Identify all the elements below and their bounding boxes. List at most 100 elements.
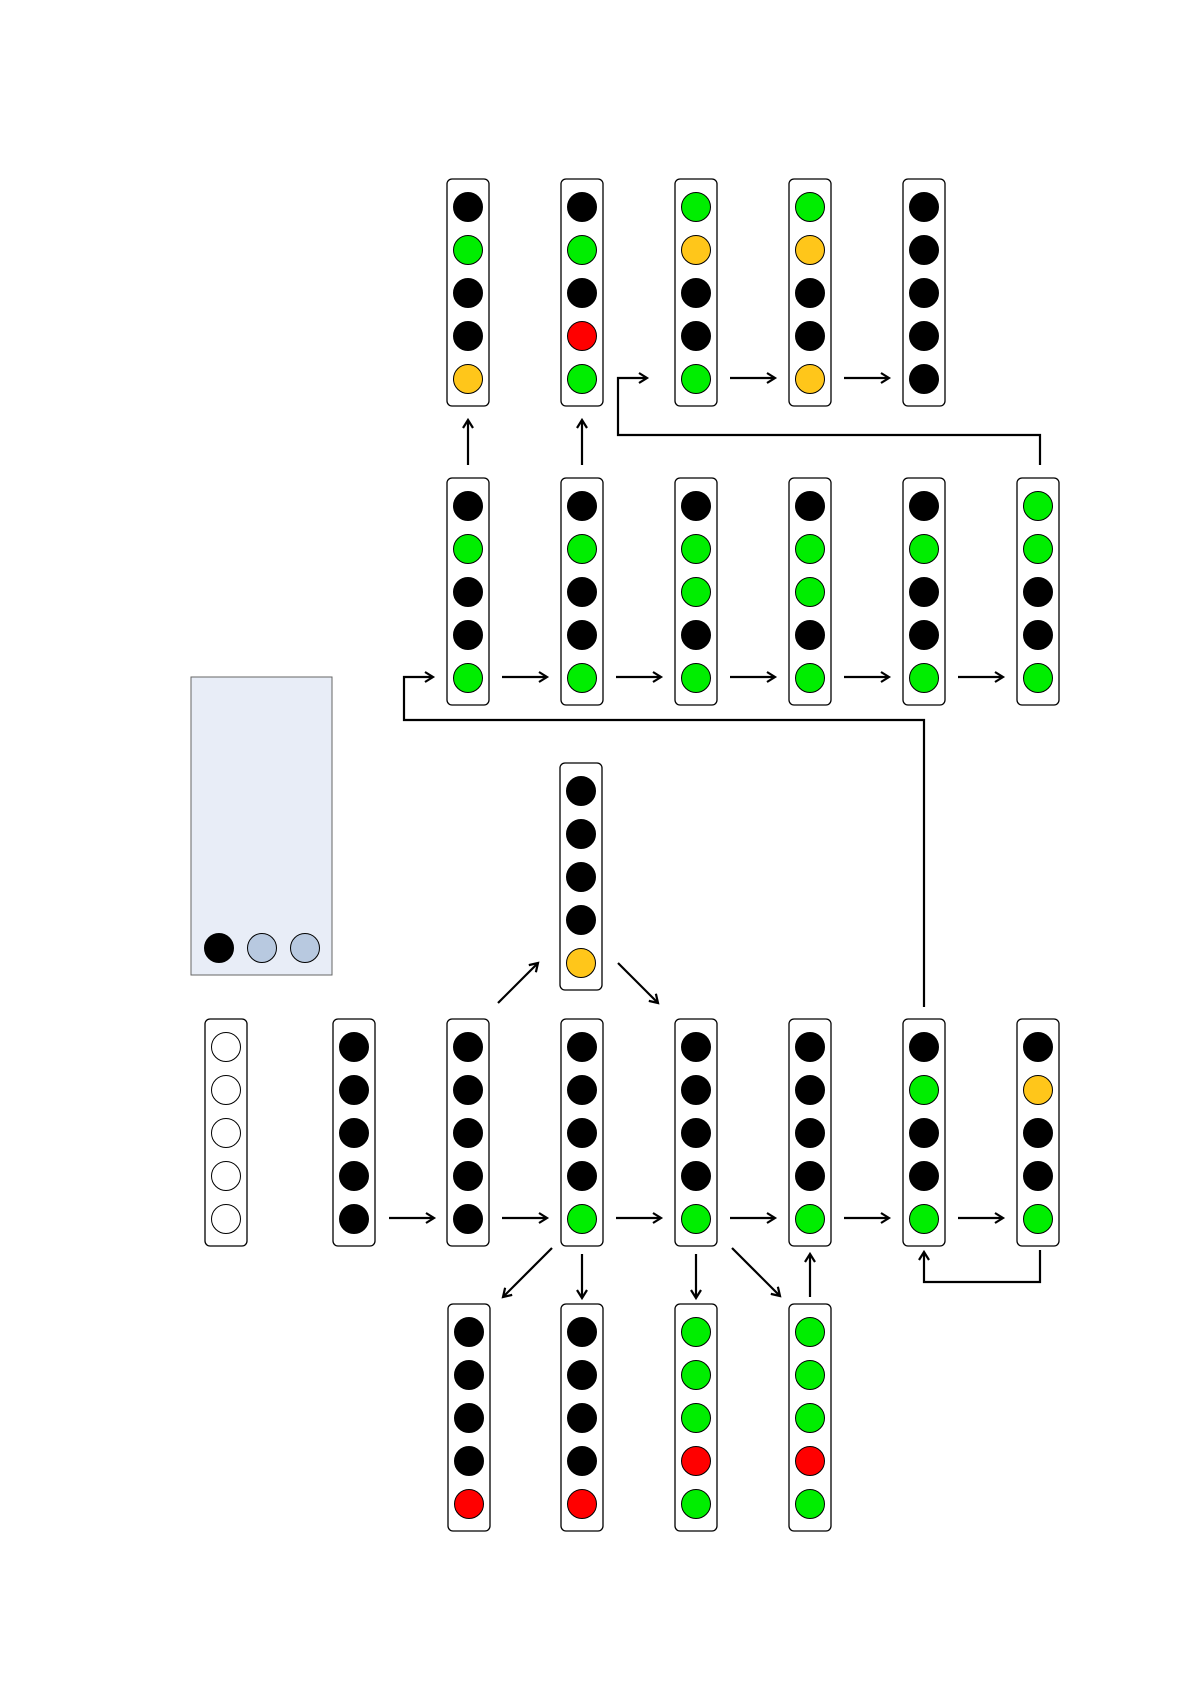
lamp-off bbox=[568, 279, 597, 308]
lamp-green bbox=[796, 193, 825, 222]
signal-head-m2 bbox=[561, 478, 603, 705]
arrow-b4-l4 bbox=[732, 1248, 780, 1296]
lamp-green bbox=[568, 664, 597, 693]
lamp-yellow bbox=[682, 236, 711, 265]
lamp-off bbox=[796, 1033, 825, 1062]
lamp-green bbox=[796, 1361, 825, 1390]
legend-indicator-off bbox=[205, 934, 234, 963]
lamp-green bbox=[1024, 535, 1053, 564]
lamp-off bbox=[796, 322, 825, 351]
lamp-off bbox=[682, 492, 711, 521]
lamp-empty bbox=[212, 1205, 241, 1234]
signal-head-m6 bbox=[1017, 478, 1059, 705]
lamp-off bbox=[796, 621, 825, 650]
lamp-green bbox=[796, 1318, 825, 1347]
lamp-off bbox=[455, 1318, 484, 1347]
legend-indicators bbox=[205, 934, 320, 963]
lamp-off bbox=[1024, 1119, 1053, 1148]
legend-background bbox=[191, 677, 332, 975]
lamp-off bbox=[340, 1119, 369, 1148]
lamp-green bbox=[454, 236, 483, 265]
lamp-off bbox=[567, 863, 596, 892]
signal-head-c1 bbox=[560, 763, 602, 990]
lamp-off bbox=[796, 1162, 825, 1191]
signal-head-b5 bbox=[789, 1019, 831, 1246]
lamp-green bbox=[682, 1318, 711, 1347]
lamp-off bbox=[910, 1033, 939, 1062]
lamp-green bbox=[682, 1404, 711, 1433]
lamp-off bbox=[1024, 1162, 1053, 1191]
lamp-green bbox=[682, 578, 711, 607]
signal-head-b4 bbox=[675, 1019, 717, 1246]
lamp-off bbox=[910, 578, 939, 607]
lamp-yellow bbox=[454, 365, 483, 394]
lamp-off bbox=[455, 1404, 484, 1433]
lamp-green bbox=[682, 1490, 711, 1519]
signal-head-m1 bbox=[447, 478, 489, 705]
lamp-off bbox=[910, 365, 939, 394]
lamp-off bbox=[910, 621, 939, 650]
lamp-empty bbox=[212, 1162, 241, 1191]
lamp-off bbox=[568, 1033, 597, 1062]
arrow-b6-m1 bbox=[404, 677, 924, 1007]
lamp-red bbox=[568, 322, 597, 351]
lamp-green bbox=[682, 1361, 711, 1390]
lamp-off bbox=[454, 578, 483, 607]
lamp-off bbox=[454, 1205, 483, 1234]
lamp-green bbox=[682, 664, 711, 693]
lamp-green bbox=[682, 365, 711, 394]
lamp-off bbox=[455, 1361, 484, 1390]
lamp-off bbox=[340, 1076, 369, 1105]
legend-indicator-legend_dot bbox=[291, 934, 320, 963]
lamp-off bbox=[568, 1447, 597, 1476]
lamp-off bbox=[910, 1119, 939, 1148]
lamp-off bbox=[910, 236, 939, 265]
lamp-red bbox=[568, 1490, 597, 1519]
lamp-off bbox=[1024, 578, 1053, 607]
lamp-off bbox=[568, 1404, 597, 1433]
lamp-off bbox=[568, 621, 597, 650]
lamp-green bbox=[682, 193, 711, 222]
signal-head-b6 bbox=[903, 1019, 945, 1246]
lamp-green bbox=[796, 1205, 825, 1234]
lamp-off bbox=[682, 621, 711, 650]
lamp-yellow bbox=[567, 949, 596, 978]
signal-head-t5 bbox=[903, 179, 945, 406]
lamp-off bbox=[682, 279, 711, 308]
lamp-off bbox=[682, 1119, 711, 1148]
lamp-green bbox=[910, 664, 939, 693]
lamp-empty bbox=[212, 1119, 241, 1148]
signal-heads bbox=[205, 179, 1059, 1531]
arrow-b7-b6-loop bbox=[924, 1250, 1040, 1282]
lamp-off bbox=[568, 1162, 597, 1191]
lamp-off bbox=[796, 1119, 825, 1148]
lamp-off bbox=[454, 621, 483, 650]
lamp-off bbox=[454, 1162, 483, 1191]
lamp-yellow bbox=[796, 236, 825, 265]
lamp-off bbox=[568, 1119, 597, 1148]
lamp-off bbox=[454, 322, 483, 351]
lamp-off bbox=[567, 820, 596, 849]
lamp-off bbox=[454, 279, 483, 308]
lamp-off bbox=[455, 1447, 484, 1476]
lamp-green bbox=[682, 535, 711, 564]
lamp-green bbox=[796, 578, 825, 607]
lamp-off bbox=[1024, 621, 1053, 650]
lamp-off bbox=[568, 492, 597, 521]
lamp-off bbox=[568, 578, 597, 607]
signal-head-b7 bbox=[1017, 1019, 1059, 1246]
lamp-off bbox=[568, 1076, 597, 1105]
lamp-off bbox=[910, 193, 939, 222]
lamp-off bbox=[340, 1205, 369, 1234]
lamp-off bbox=[682, 1033, 711, 1062]
arrow-b2-c1 bbox=[498, 963, 538, 1003]
lamp-off bbox=[682, 1162, 711, 1191]
arrow-b3-l1 bbox=[503, 1248, 552, 1297]
lamp-off bbox=[567, 906, 596, 935]
lamp-off bbox=[682, 1076, 711, 1105]
lamp-off bbox=[568, 193, 597, 222]
lamp-red bbox=[682, 1447, 711, 1476]
legend-indicator-legend_dot bbox=[248, 934, 277, 963]
signal-head-l4 bbox=[789, 1304, 831, 1531]
